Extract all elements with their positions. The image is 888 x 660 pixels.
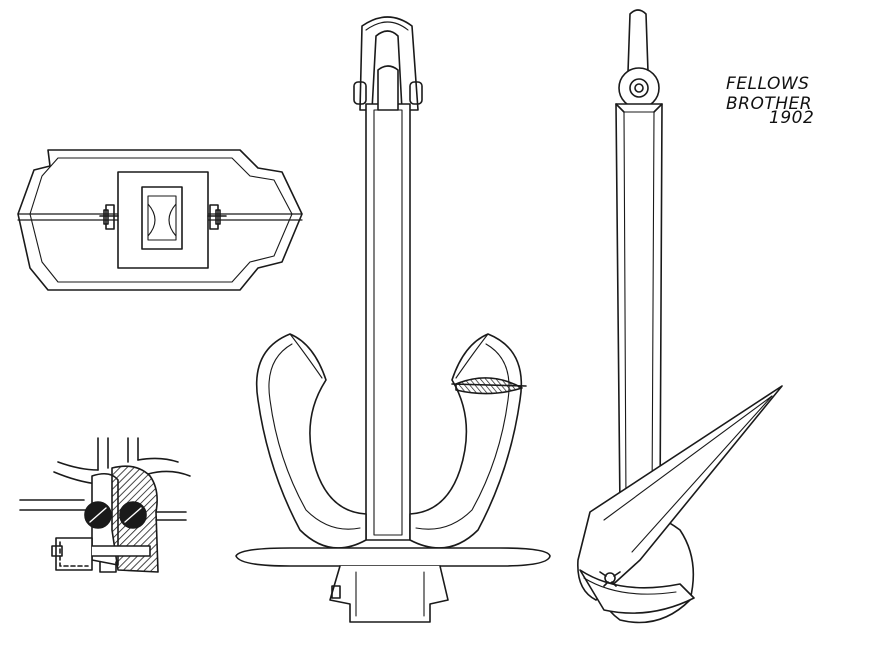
section-detail xyxy=(20,438,190,572)
drawing-title: FELLOWS BROTHER xyxy=(726,74,813,114)
front-view xyxy=(236,17,550,622)
top-view xyxy=(18,150,302,290)
side-view xyxy=(578,10,782,623)
drawing-year: 1902 xyxy=(769,108,815,128)
